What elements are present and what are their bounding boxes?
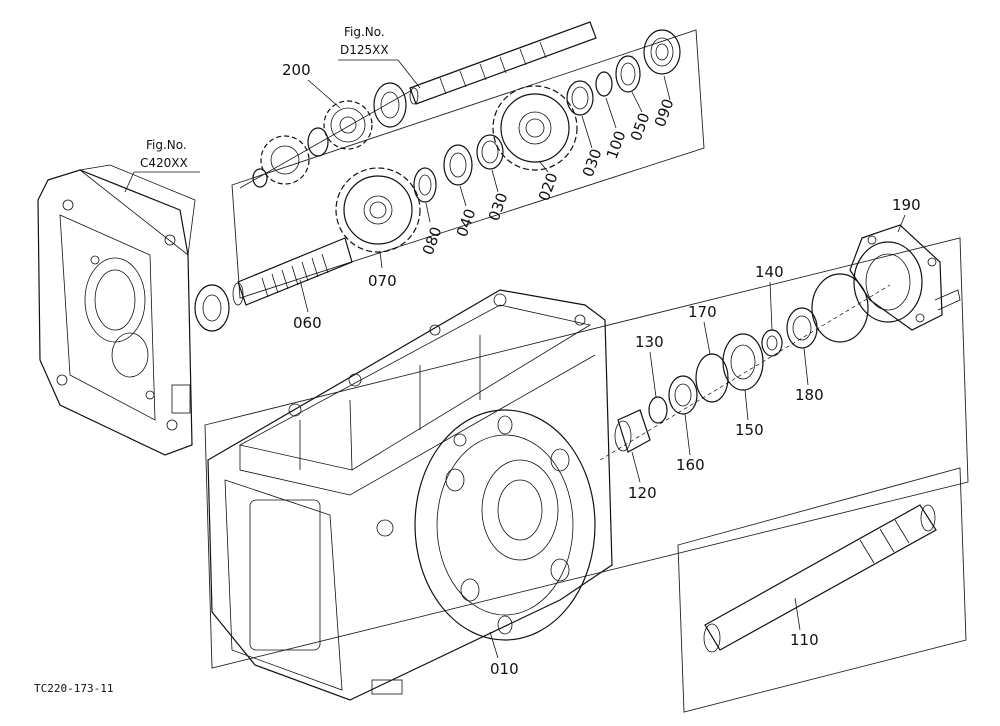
callout-170: 170	[688, 303, 717, 355]
callout-label: 100	[603, 128, 630, 161]
callout-label: 030	[485, 190, 512, 223]
snap-ring-130	[648, 396, 668, 424]
callout-030-lower: 030	[485, 169, 512, 223]
bearing-160	[668, 375, 698, 415]
callout-label: 090	[651, 96, 678, 129]
bearing-150	[722, 333, 764, 391]
gear-020	[492, 85, 578, 171]
callout-label: 070	[368, 272, 397, 290]
pto-shaft-110	[703, 504, 937, 653]
figref-d125xx-line1: Fig.No.	[344, 25, 385, 39]
callout-label: 080	[419, 224, 446, 257]
callout-080: 080	[419, 202, 446, 257]
flange-housing-190	[849, 224, 961, 331]
ring-080	[413, 167, 437, 203]
callout-label: 160	[676, 456, 705, 474]
callout-160: 160	[676, 413, 705, 474]
callout-100: 100	[603, 97, 630, 161]
bearing-090	[643, 29, 681, 75]
callout-label: 180	[795, 386, 824, 404]
callout-040: 040	[453, 185, 480, 239]
pto-shaft-frame	[677, 467, 967, 713]
callout-label: 140	[755, 263, 784, 281]
figref-d125xx-line2: D125XX	[340, 43, 389, 57]
callout-130: 130	[635, 333, 664, 398]
callout-030-upper: 030	[579, 115, 606, 179]
upper-countershaft	[373, 21, 597, 128]
callout-label: 130	[635, 333, 664, 351]
seal-180	[786, 307, 818, 349]
callout-label: 020	[535, 170, 562, 203]
housing-frame	[204, 237, 969, 669]
o-ring-large	[811, 273, 869, 343]
gear-200	[323, 100, 373, 150]
callout-070: 070	[368, 251, 397, 290]
callout-label: 060	[293, 314, 322, 332]
transmission-cover	[37, 164, 196, 456]
callout-label: 150	[735, 421, 764, 439]
callout-060: 060	[293, 279, 322, 332]
callout-label: 010	[490, 660, 519, 678]
drawing-number: TC220-173-11	[34, 682, 113, 695]
callout-200: 200	[282, 61, 341, 109]
callout-label: 120	[628, 484, 657, 502]
shaft-060	[194, 237, 353, 332]
callout-090: 090	[651, 75, 678, 129]
callout-label: 040	[453, 206, 480, 239]
figref-c420xx: Fig.No. C420XX	[124, 138, 200, 193]
callout-label: 110	[790, 631, 819, 649]
gear-cluster-left	[239, 89, 413, 189]
needle-bearing-120	[614, 409, 651, 453]
figref-c420xx-line2: C420XX	[140, 156, 188, 170]
callout-140: 140	[755, 263, 784, 331]
callout-190: 190	[892, 196, 921, 233]
callout-label: 170	[688, 303, 717, 321]
callout-120: 120	[628, 451, 657, 502]
transmission-housing	[207, 289, 613, 701]
snap-ring-170	[695, 353, 729, 403]
figref-c420xx-line1: Fig.No.	[146, 138, 187, 152]
callout-label: 030	[579, 146, 606, 179]
callout-110: 110	[790, 597, 819, 649]
callout-label: 050	[627, 110, 654, 143]
spacer-140	[761, 329, 783, 357]
needle-bearing-030-lower	[476, 134, 504, 170]
callout-050: 050	[627, 91, 654, 143]
callout-label: 190	[892, 196, 921, 214]
snap-ring-100	[595, 71, 613, 97]
callout-label: 200	[282, 61, 311, 79]
upper-assembly-frame	[231, 29, 705, 299]
washer-050	[615, 55, 641, 93]
callout-020: 020	[535, 161, 562, 203]
callout-150: 150	[735, 389, 764, 439]
callout-010: 010	[489, 631, 519, 678]
gear-070	[335, 167, 421, 253]
callout-180: 180	[795, 347, 824, 404]
needle-bearing-030-upper	[566, 80, 594, 116]
washer-040	[443, 144, 473, 186]
figref-d125xx: Fig.No. D125XX	[338, 25, 421, 89]
